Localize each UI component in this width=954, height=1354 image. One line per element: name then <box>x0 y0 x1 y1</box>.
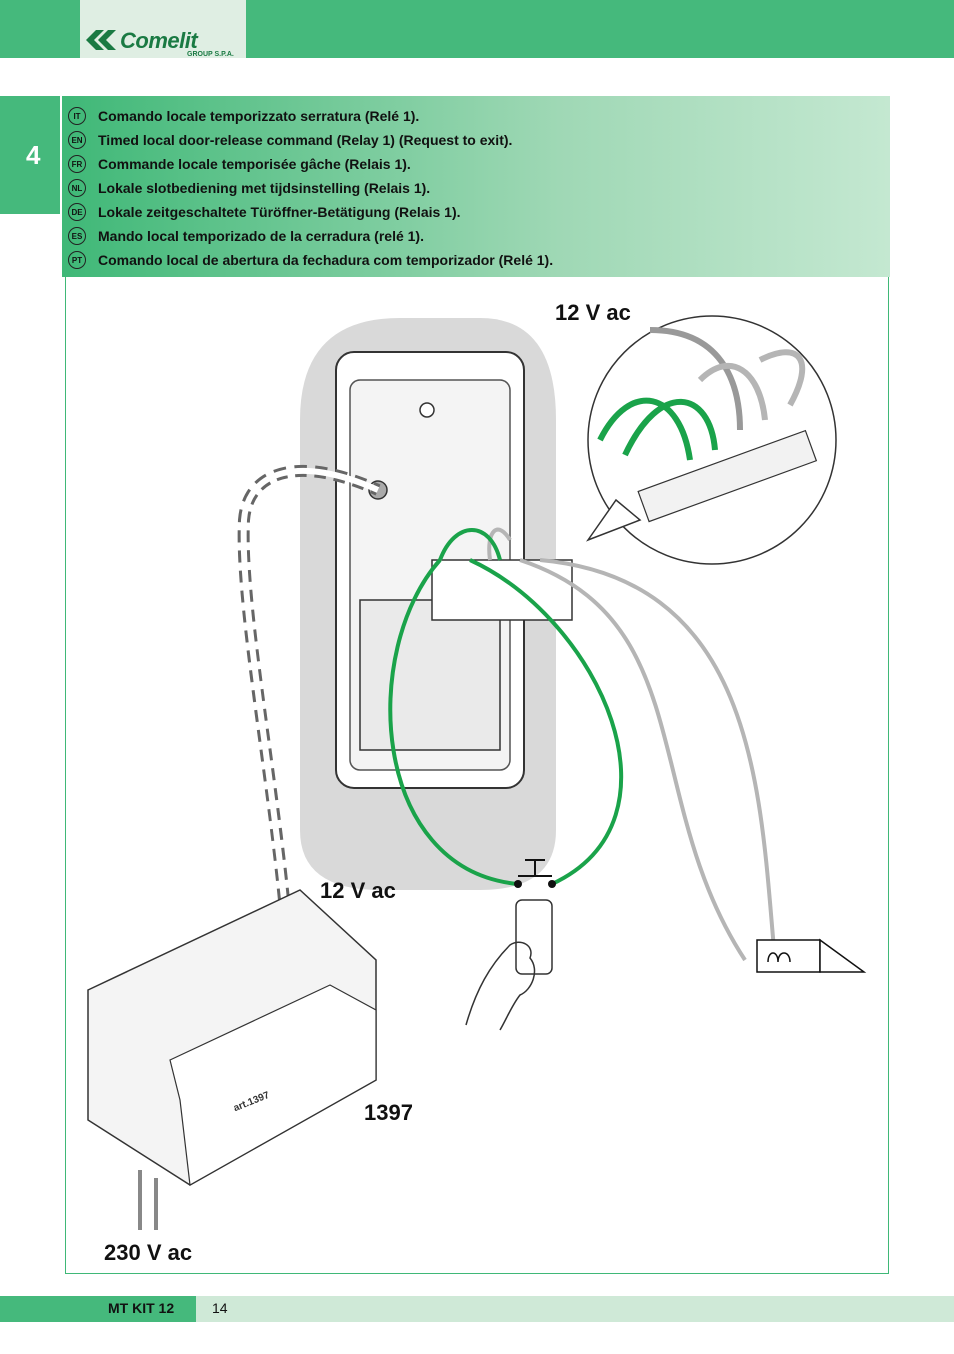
lock-wire-1 <box>519 558 747 962</box>
lang-text-en: Timed local door-release command (Relay … <box>98 132 513 148</box>
button-wire-2 <box>469 558 624 886</box>
label-12v-top: 12 V ac <box>555 300 631 325</box>
page-number: 14 <box>212 1300 228 1316</box>
label-12v-mid: 12 V ac <box>320 878 396 903</box>
lang-row-en: EN Timed local door-release command (Rel… <box>68 129 512 151</box>
lang-text-es: Mando local temporizado de la cerradura … <box>98 228 424 244</box>
diagram-frame <box>65 277 889 1274</box>
terminal-block <box>431 559 573 621</box>
logo-box: Comelit GROUP S.P.A. <box>80 0 246 58</box>
lang-badge-it: IT <box>68 107 86 125</box>
lang-text-fr: Commande locale temporisée gâche (Relais… <box>98 156 411 172</box>
lang-badge-fr: FR <box>68 155 86 173</box>
brand-sub: GROUP S.P.A. <box>187 51 234 58</box>
lang-text-nl: Lokale slotbediening met tijdsinstelling… <box>98 180 431 196</box>
lang-row-it: IT Comando locale temporizzato serratura… <box>68 105 419 127</box>
lang-text-it: Comando locale temporizzato serratura (R… <box>98 108 420 124</box>
footer-title: MT KIT 12 <box>108 1300 175 1316</box>
lang-badge-pt: PT <box>68 251 86 269</box>
button-wire-1 <box>388 558 519 886</box>
label-1397: 1397 <box>364 1100 413 1125</box>
lang-badge-es: ES <box>68 227 86 245</box>
lang-text-de: Lokale zeitgeschaltete Türöffner-Betätig… <box>98 204 461 220</box>
section-tab <box>0 96 60 214</box>
lang-row-de: DE Lokale zeitgeschaltete Türöffner-Betä… <box>68 201 461 223</box>
hand-icon <box>465 941 536 1031</box>
lang-badge-en: EN <box>68 131 86 149</box>
lang-row-nl: NL Lokale slotbediening met tijdsinstell… <box>68 177 430 199</box>
brand-name: Comelit <box>120 28 198 53</box>
lock-wire-2 <box>539 558 777 961</box>
lang-badge-nl: NL <box>68 179 86 197</box>
push-button-device <box>515 899 553 975</box>
comelit-logo-icon <box>86 30 116 50</box>
instructions-panel <box>62 96 890 277</box>
section-number: 4 <box>26 140 41 170</box>
lang-row-fr: FR Commande locale temporisée gâche (Rel… <box>68 153 411 175</box>
footer-tab <box>0 1296 196 1322</box>
lang-badge-de: DE <box>68 203 86 221</box>
lang-text-pt: Comando local de abertura da fechadura c… <box>98 252 554 268</box>
lang-row-pt: PT Comando local de abertura da fechadur… <box>68 249 553 271</box>
label-230v: 230 V ac <box>104 1240 193 1265</box>
lang-row-es: ES Mando local temporizado de la cerradu… <box>68 225 424 247</box>
